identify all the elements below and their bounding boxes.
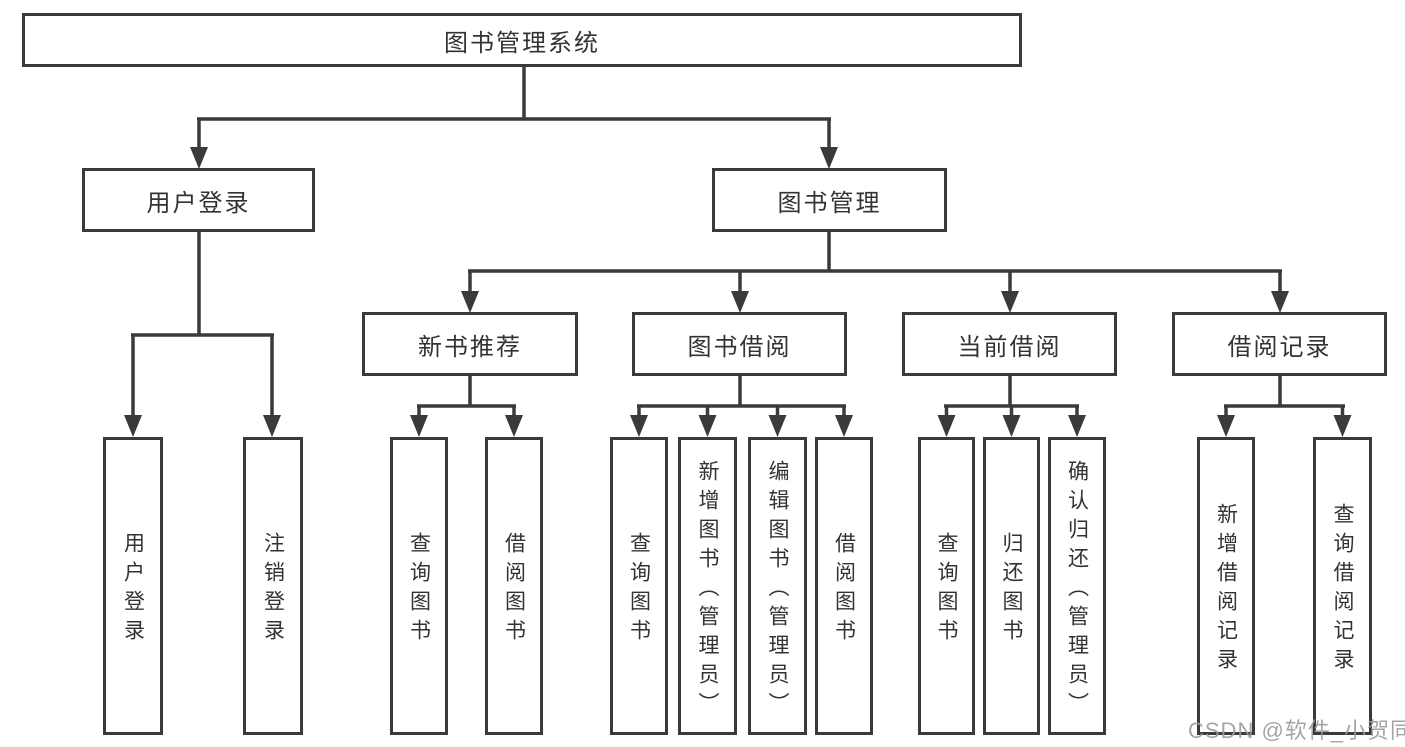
leaf-query-books-borrowing-label: 查询图书 — [627, 532, 651, 648]
node-root: 图书管理系统 — [22, 13, 1022, 67]
leaf-query-borrow-record: 查询借阅记录 — [1313, 437, 1372, 735]
leaf-edit-book-admin-label: 编辑图书（管理员） — [766, 459, 789, 721]
leaf-borrow-books-borrowing-label: 借阅图书 — [832, 532, 856, 648]
node-new-book-recommend-label: 新书推荐 — [418, 333, 522, 361]
leaf-return-books: 归还图书 — [983, 437, 1040, 735]
leaf-query-books-current: 查询图书 — [918, 437, 975, 735]
tree-edges — [131, 67, 1345, 416]
node-book-borrowing-label: 图书借阅 — [687, 333, 792, 361]
leaf-confirm-return-admin-label: 确认归还（管理员） — [1065, 459, 1089, 721]
leaf-return-books-label: 归还图书 — [1000, 532, 1023, 648]
node-borrow-records: 借阅记录 — [1172, 312, 1387, 376]
node-book-borrowing: 图书借阅 — [632, 312, 847, 376]
leaf-user-login-label: 用户登录 — [121, 532, 145, 648]
node-user-login: 用户登录 — [82, 168, 315, 232]
node-borrow-records-label: 借阅记录 — [1227, 333, 1332, 361]
leaf-query-books-current-label: 查询图书 — [935, 532, 958, 648]
leaf-logout-label: 注销登录 — [261, 532, 285, 648]
arrowheads — [124, 147, 1352, 437]
node-root-label: 图书管理系统 — [444, 29, 600, 57]
node-book-management: 图书管理 — [712, 168, 947, 232]
node-current-borrowing: 当前借阅 — [902, 312, 1117, 376]
leaf-logout: 注销登录 — [243, 437, 303, 735]
leaf-borrow-books-recommend-label: 借阅图书 — [502, 532, 526, 648]
leaf-query-borrow-record-label: 查询借阅记录 — [1331, 503, 1354, 677]
leaf-edit-book-admin: 编辑图书（管理员） — [748, 437, 807, 735]
watermark-text: CSDN @软件_小贺同学 — [1188, 718, 1405, 743]
leaf-borrow-books-recommend: 借阅图书 — [485, 437, 543, 735]
node-book-management-label: 图书管理 — [777, 189, 882, 217]
node-current-borrowing-label: 当前借阅 — [957, 333, 1062, 361]
leaf-confirm-return-admin: 确认归还（管理员） — [1048, 437, 1106, 735]
leaf-add-book-admin: 新增图书（管理员） — [678, 437, 737, 735]
leaf-borrow-books-borrowing: 借阅图书 — [815, 437, 873, 735]
leaf-add-borrow-record-label: 新增借阅记录 — [1214, 503, 1238, 677]
leaf-query-books-recommend-label: 查询图书 — [407, 532, 431, 648]
leaf-add-borrow-record: 新增借阅记录 — [1197, 437, 1255, 735]
leaf-query-books-recommend: 查询图书 — [390, 437, 448, 735]
leaf-user-login: 用户登录 — [103, 437, 163, 735]
node-user-login-label: 用户登录 — [146, 189, 251, 217]
leaf-add-book-admin-label: 新增图书（管理员） — [696, 459, 719, 721]
node-new-book-recommend: 新书推荐 — [362, 312, 578, 376]
leaf-query-books-borrowing: 查询图书 — [610, 437, 668, 735]
